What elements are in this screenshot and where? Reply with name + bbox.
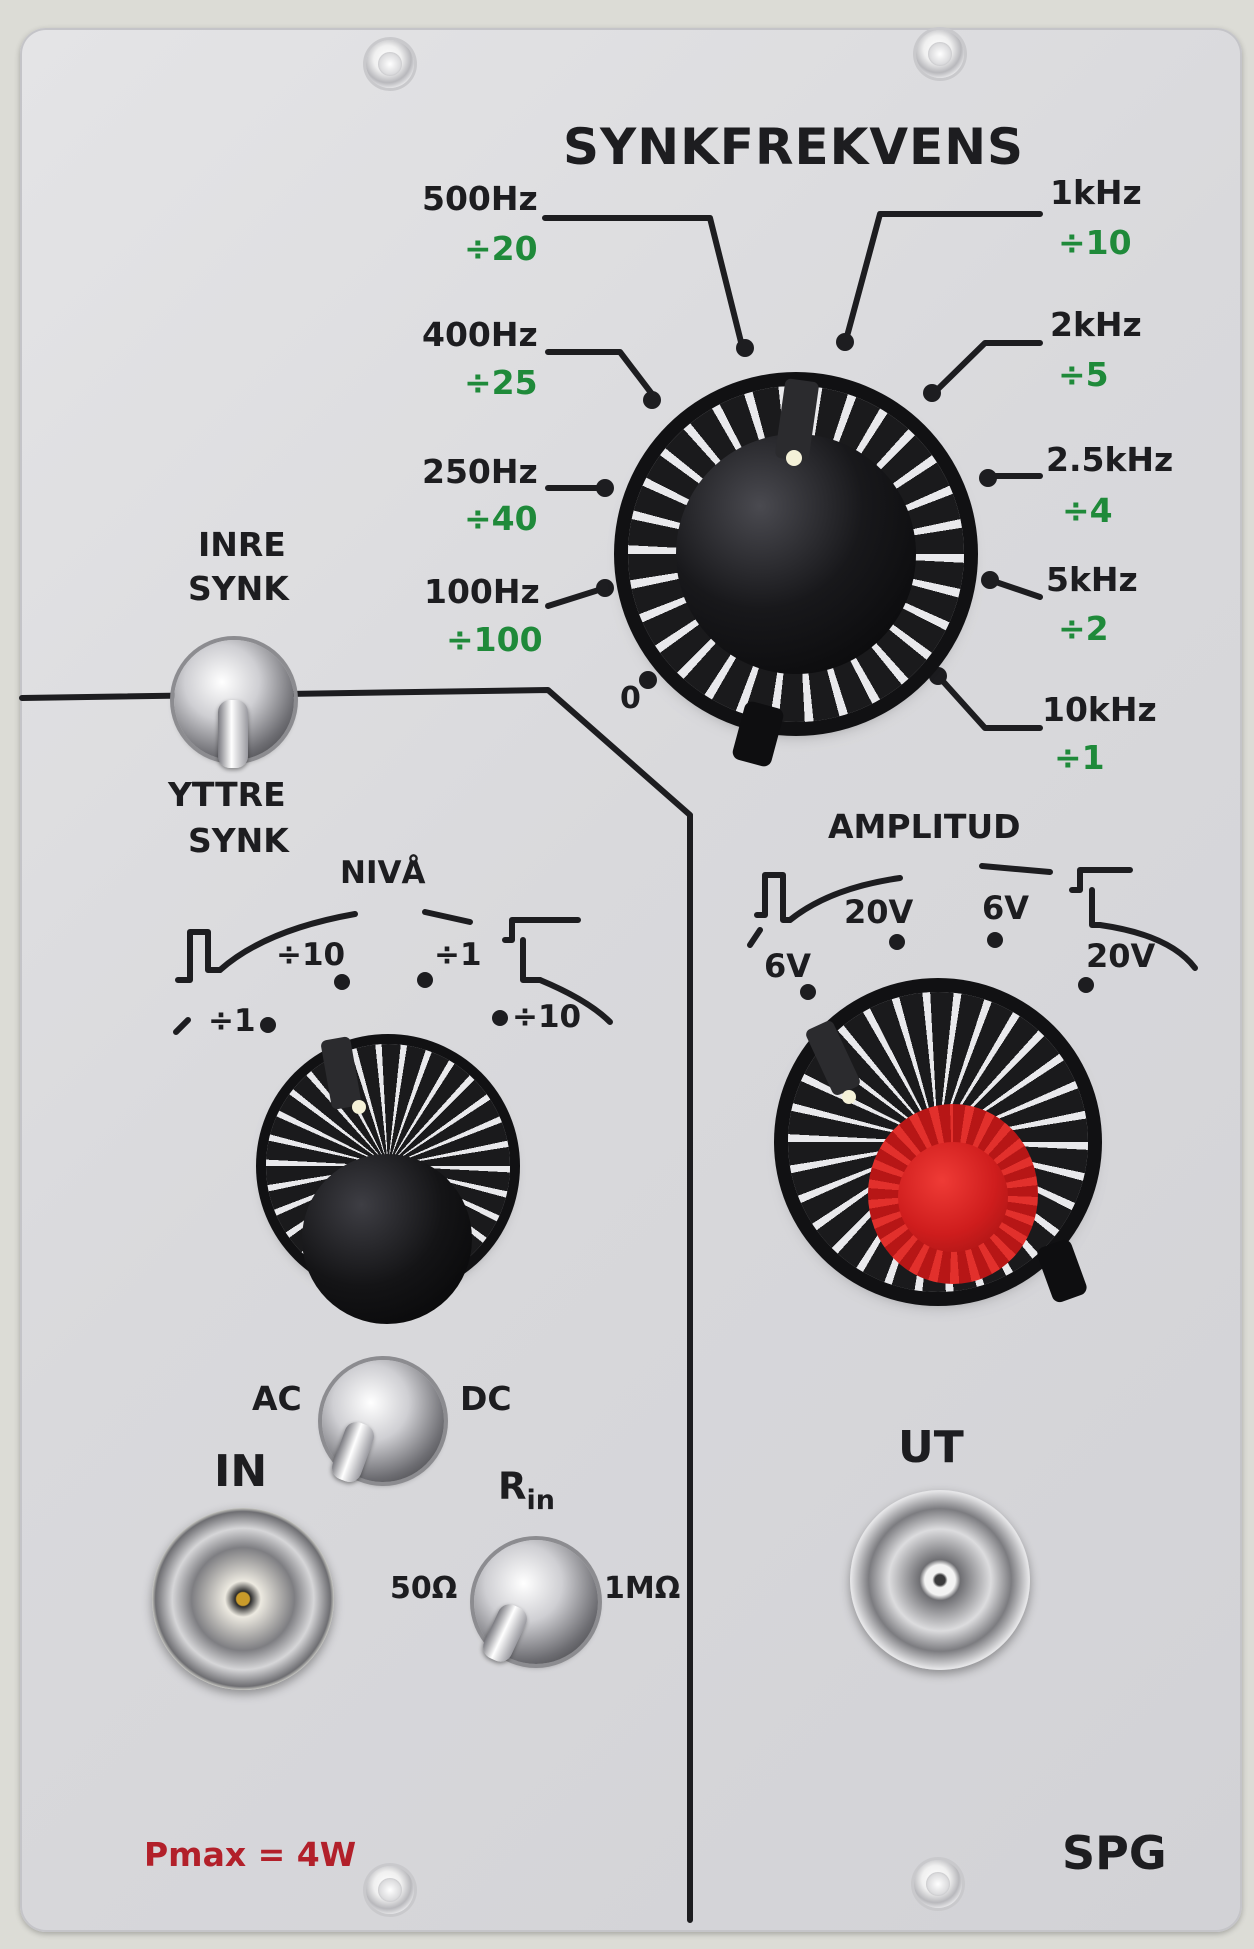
mounting-screw-bottom-left [366,1866,414,1914]
freq-10khz-label: 10kHz [1042,690,1157,729]
input-bnc-connector[interactable] [152,1508,334,1690]
rin-1m-label: 1MΩ [604,1571,681,1606]
amplitude-knob-indicator-dot [842,1090,856,1104]
amplitude-knob[interactable] [788,992,1089,1305]
div-10-label: ÷10 [1058,223,1132,262]
niva-title: NIVÅ [340,855,426,891]
amplitude-knob-pointer [804,1019,862,1097]
amplitude-knob-center [898,1142,1008,1252]
div-100-label: ÷100 [446,620,543,659]
mounting-screw-bottom-right [914,1860,962,1908]
freq-100hz-label: 100Hz [424,572,540,611]
freq-1khz-label: 1kHz [1050,173,1142,212]
output-bnc-connector[interactable] [850,1490,1030,1670]
freq-250hz-label: 250Hz [422,452,538,491]
niva-knob-indicator-dot [352,1100,366,1114]
niva-right-div1: ÷1 [434,937,482,973]
div-1-label: ÷1 [1054,738,1105,777]
niva-left-div1: ÷1 [208,1003,256,1039]
synk-knob-cap [676,434,916,674]
freq-2khz-label: 2kHz [1050,305,1142,344]
rin-label: Rin [498,1465,555,1516]
mounting-screw-top-left [366,40,414,88]
niva-knob-cap [302,1154,472,1324]
freq-5khz-label: 5kHz [1046,560,1138,599]
amp-neg-20v-label: 20V [1086,937,1156,975]
in-label: IN [214,1446,268,1497]
synk-knob-indicator-dot [786,450,802,466]
div-2-label: ÷2 [1058,609,1109,648]
niva-right-div10: ÷10 [512,999,582,1035]
inre-label: INRE [198,525,286,564]
ac-label: AC [252,1379,302,1418]
div-5-label: ÷5 [1058,355,1109,394]
amp-pos-6v-label: 6V [764,947,812,985]
mounting-screw-top-right [916,30,964,78]
rin-50-label: 50Ω [390,1571,458,1606]
freq-2-5khz-label: 2.5kHz [1046,440,1174,479]
inre-synk-label: SYNK [188,569,289,608]
zero-label: 0 [620,681,641,716]
model-label: SPG [1062,1826,1167,1880]
pmax-label: Pmax = 4W [144,1835,357,1874]
niva-level-knob[interactable] [266,1035,510,1324]
amp-neg-6v-label: 6V [982,889,1030,927]
amp-pos-20v-label: 20V [844,893,914,931]
div-40-label: ÷40 [464,499,538,538]
div-4-label: ÷4 [1062,491,1113,530]
yttre-synk-label: SYNK [188,821,289,860]
panel-title: SYNKFREKVENS [563,118,1025,176]
ut-label: UT [898,1422,964,1473]
synk-frequency-knob[interactable] [628,378,964,769]
freq-500hz-label: 500Hz [422,179,538,218]
sync-source-lever[interactable] [218,700,248,768]
div-25-label: ÷25 [464,363,538,402]
amplitude-title: AMPLITUD [828,807,1021,846]
dc-label: DC [460,1379,512,1418]
freq-400hz-label: 400Hz [422,315,538,354]
div-20-label: ÷20 [464,229,538,268]
niva-left-div10: ÷10 [276,937,346,973]
yttre-label: YTTRE [168,775,286,814]
